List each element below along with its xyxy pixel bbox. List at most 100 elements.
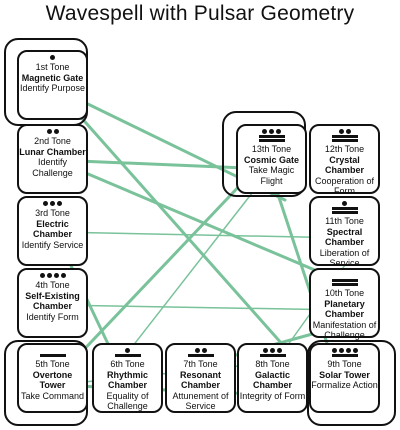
bar-icon bbox=[331, 279, 358, 282]
dot-icon bbox=[276, 129, 281, 134]
tone-name: Electric Chamber bbox=[32, 218, 72, 240]
bar-icon bbox=[331, 283, 358, 286]
dot-icon bbox=[39, 273, 45, 278]
dot-icon bbox=[338, 129, 344, 134]
bar-icon bbox=[258, 135, 285, 138]
mayan-number-icon bbox=[311, 273, 378, 287]
dot-icon bbox=[345, 348, 351, 353]
diagram-title: Wavespell with Pulsar Geometry bbox=[45, 2, 355, 25]
bar-icon bbox=[114, 354, 141, 357]
tone-name: Resonant Chamber bbox=[179, 369, 221, 391]
dot-icon bbox=[201, 348, 207, 353]
tone-action: Identify Service bbox=[21, 239, 84, 250]
bar-icon bbox=[331, 354, 358, 357]
pulsar-line bbox=[54, 304, 346, 311]
tone-action: Integrity of Form bbox=[239, 390, 306, 401]
bar-icon bbox=[331, 207, 358, 210]
dot-icon bbox=[194, 348, 200, 353]
mayan-number-icon bbox=[238, 129, 305, 143]
tone-ordinal: 12th Tone bbox=[324, 144, 365, 154]
tone-name: Cosmic Gate bbox=[243, 154, 300, 165]
mayan-number-icon bbox=[19, 348, 86, 358]
dot-icon bbox=[57, 201, 62, 206]
tone-name: Rhythmic Chamber bbox=[106, 369, 148, 391]
tone-name: Solar Tower bbox=[319, 369, 370, 380]
mayan-number-icon bbox=[311, 129, 378, 143]
dot-icon bbox=[269, 129, 274, 134]
tone-ordinal: 10th Tone bbox=[324, 288, 365, 298]
bar-icon bbox=[259, 354, 286, 357]
tone-ordinal: 13th Tone bbox=[251, 144, 292, 154]
mayan-number-icon bbox=[239, 348, 306, 358]
tone-action: Formalize Action bbox=[311, 380, 378, 390]
mayan-number-icon bbox=[167, 348, 234, 358]
tone-action: Equality of Challenge bbox=[106, 390, 149, 412]
tone-name: Spectral Chamber bbox=[324, 226, 364, 248]
pulsar-line bbox=[53, 178, 247, 382]
tone-ordinal: 11th Tone bbox=[325, 216, 364, 226]
mayan-number-icon bbox=[19, 129, 86, 135]
dot-icon bbox=[46, 129, 52, 134]
tone-name: Self-Existing Chamber bbox=[25, 290, 80, 312]
tone-name: Crystal Chamber bbox=[324, 154, 364, 176]
bar-icon bbox=[331, 211, 358, 214]
bar-icon bbox=[187, 354, 214, 357]
dot-icon bbox=[352, 348, 358, 353]
dot-icon bbox=[60, 273, 66, 278]
mayan-number-icon bbox=[94, 348, 161, 358]
tone-ordinal: 4th Tone bbox=[35, 280, 70, 290]
tone-name: Magnetic Gate bbox=[21, 72, 84, 83]
tone-action: Liberation of Service bbox=[319, 247, 370, 269]
tone-name: Overtone Tower bbox=[32, 369, 73, 391]
bar-icon bbox=[331, 135, 358, 138]
mayan-number-icon bbox=[19, 273, 86, 279]
tone-action: Attunement of Service bbox=[172, 390, 229, 412]
tone-action: Take Magic Flight bbox=[248, 165, 295, 186]
dot-icon bbox=[345, 129, 351, 134]
dot-icon bbox=[50, 201, 55, 206]
mayan-number-icon bbox=[19, 55, 86, 61]
tone-name: Lunar Chamber bbox=[19, 146, 86, 157]
mayan-number-icon bbox=[311, 348, 378, 358]
dot-icon bbox=[270, 348, 275, 353]
dot-icon bbox=[342, 201, 347, 206]
dot-icon bbox=[53, 129, 59, 134]
tone-ordinal: 6th Tone bbox=[110, 359, 145, 369]
solar-tower-frame bbox=[307, 340, 396, 426]
tone-action: Cooperation of Form bbox=[314, 175, 375, 197]
tone-ordinal: 5th Tone bbox=[35, 359, 70, 369]
dot-icon bbox=[125, 348, 130, 353]
tone-ordinal: 8th Tone bbox=[255, 359, 290, 369]
dot-icon bbox=[43, 201, 48, 206]
tone-name: Galactic Chamber bbox=[252, 369, 292, 391]
dot-icon bbox=[50, 55, 55, 60]
tone-action: Manifestation of Challenge bbox=[312, 319, 377, 341]
dot-icon bbox=[331, 348, 337, 353]
bar-icon bbox=[331, 139, 358, 142]
dot-icon bbox=[262, 129, 267, 134]
bar-icon bbox=[258, 139, 285, 142]
dot-icon bbox=[263, 348, 268, 353]
mayan-number-icon bbox=[311, 201, 378, 215]
bar-icon bbox=[39, 354, 66, 357]
tone-ordinal: 1st Tone bbox=[35, 62, 70, 72]
tone-ordinal: 9th Tone bbox=[327, 359, 362, 369]
tone-ordinal: 2nd Tone bbox=[34, 136, 71, 146]
tone-ordinal: 3rd Tone bbox=[35, 208, 70, 218]
tone-action: Identify Purpose bbox=[19, 83, 86, 93]
dot-icon bbox=[46, 273, 52, 278]
tone-action: Identify Challenge bbox=[32, 157, 73, 178]
tone-action: Take Command bbox=[20, 390, 85, 401]
